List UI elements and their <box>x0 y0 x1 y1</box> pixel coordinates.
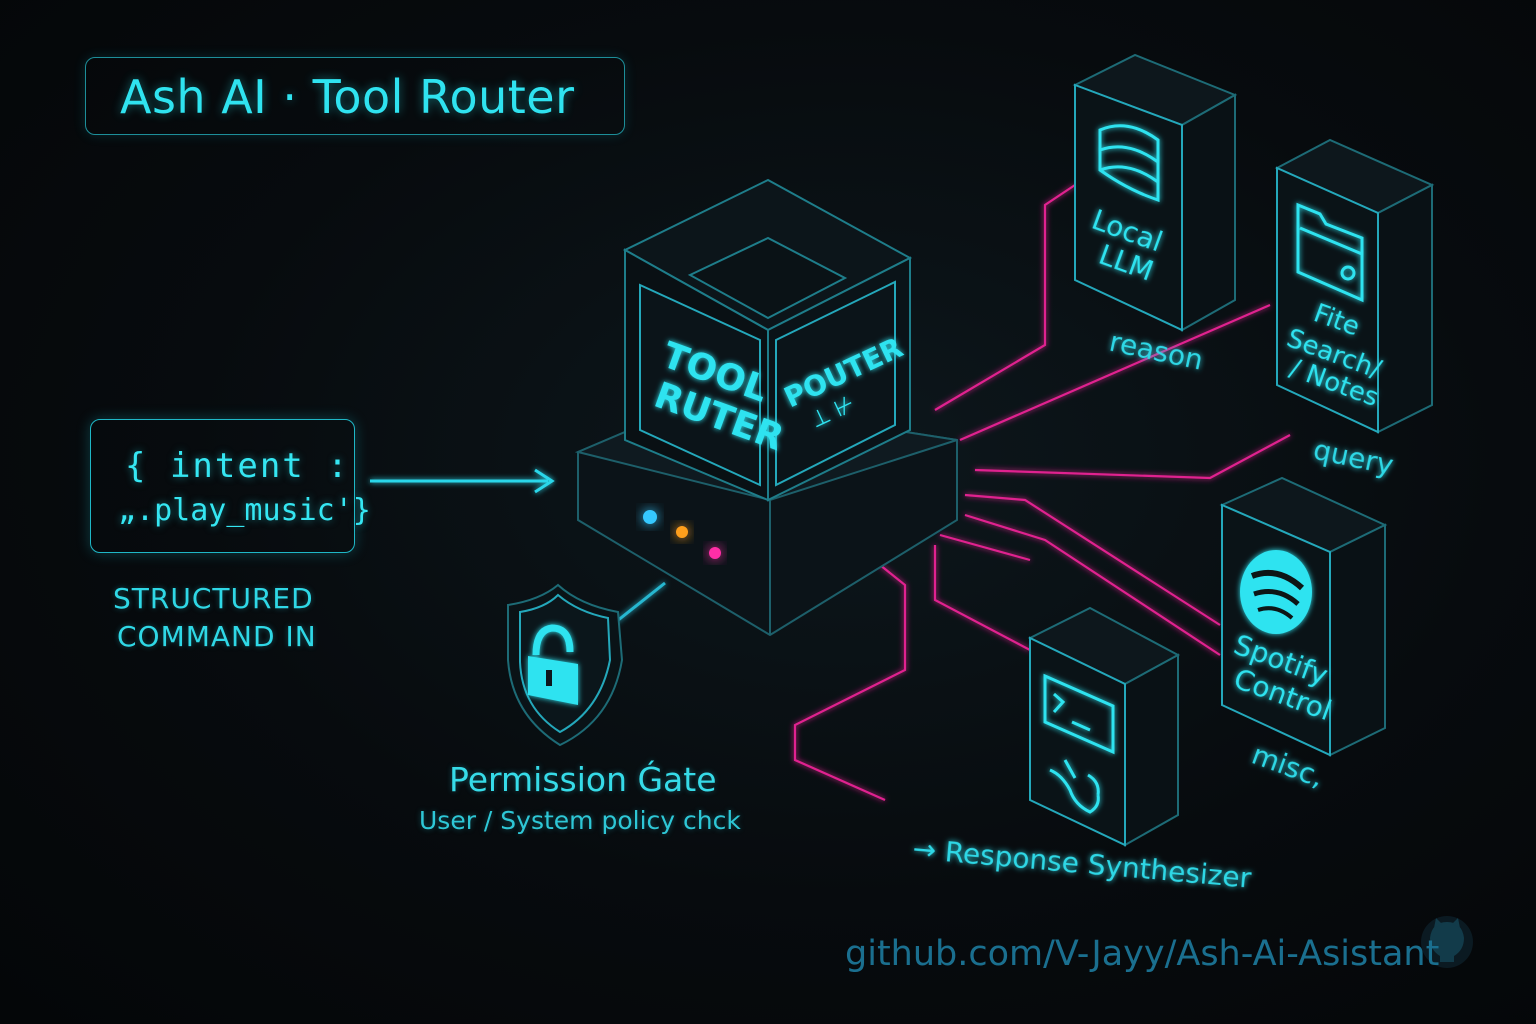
link-spotify-2 <box>964 513 1221 656</box>
page-title: Ash AI · Tool Router <box>120 70 575 124</box>
link-llm <box>934 184 1076 411</box>
link-terminal <box>939 533 1031 562</box>
command-box <box>90 419 355 553</box>
permission-link <box>611 581 666 627</box>
spotify-icon <box>1240 550 1312 634</box>
link-files-2 <box>974 434 1291 480</box>
status-led-blue <box>643 510 657 524</box>
terminal-icon <box>1043 673 1115 755</box>
tool-local-llm: Local LLM <box>1072 53 1238 332</box>
link-spotify <box>964 493 1221 626</box>
connection-lines <box>793 184 1291 802</box>
files-edge-label: query <box>1311 433 1397 482</box>
command-caption-line-2: COMMAND IN <box>117 620 317 653</box>
input-arrow <box>370 468 555 494</box>
permission-gate-subtitle: User / System policy chck <box>419 806 741 835</box>
lock-icon <box>528 624 578 705</box>
router-cube <box>622 178 913 502</box>
folder-icon <box>1296 202 1364 303</box>
title-box <box>85 57 625 135</box>
command-caption-line-1: STRUCTURED <box>113 582 314 615</box>
command-code-line-1: { intent : <box>125 446 350 486</box>
wrench-icon <box>1049 759 1100 814</box>
link-files <box>959 303 1271 442</box>
tool-file-search: Fite Search/ / Notes <box>1274 138 1435 434</box>
command-code-line-2: „.play_music'} <box>118 493 371 528</box>
tool-spotify: Spotify Control <box>1219 476 1388 757</box>
status-led-magenta <box>709 547 721 559</box>
link-synth-a <box>933 545 1031 651</box>
response-synthesizer-label: → Response Synthesizer <box>911 832 1253 895</box>
link-synth-b <box>793 564 907 802</box>
permission-gate-shield <box>507 583 624 747</box>
github-icon <box>1421 916 1473 968</box>
tool-terminal <box>1027 606 1181 847</box>
github-link[interactable]: github.com/V-Jayy/Ash-Ai-Asistant <box>845 934 1440 974</box>
status-led-orange <box>676 526 688 538</box>
database-icon <box>1098 124 1160 203</box>
permission-gate-title: Permission Ǵate <box>449 760 717 799</box>
